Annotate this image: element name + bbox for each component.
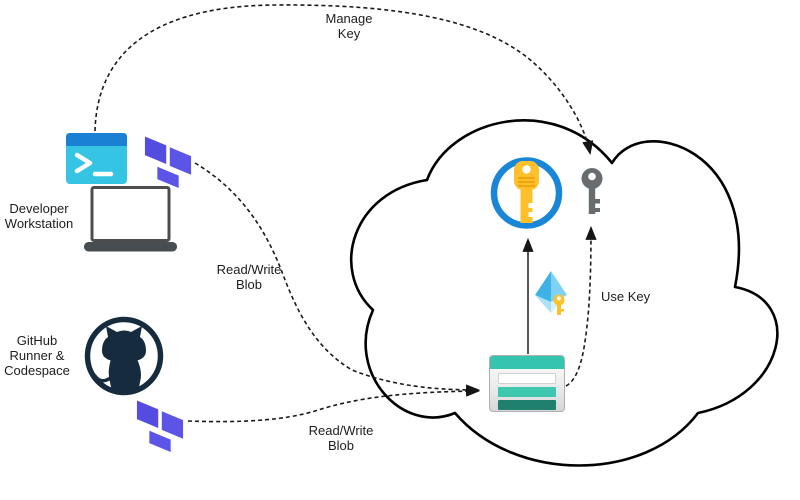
- use-key-label: Use Key: [601, 289, 651, 304]
- read-write-blob-dev-connector: [194, 162, 481, 396]
- managed-identity-icon: [531, 269, 573, 317]
- manage-key-connector: [94, 4, 594, 156]
- storage-header-bar: [490, 356, 564, 369]
- github-runner-label: GitHub Runner & Codespace: [4, 333, 70, 378]
- storage-row-white: [498, 373, 556, 384]
- terraform-icon: [143, 133, 193, 188]
- storage-account-icon: [489, 355, 565, 412]
- manage-key-label: Manage Key: [325, 11, 373, 41]
- key-vault-icon: [489, 155, 564, 231]
- terraform-icon: [135, 397, 185, 452]
- read-write-blob-gh-label: Read/Write Blob: [308, 423, 374, 453]
- developer-workstation-label: Developer Workstation: [4, 201, 74, 231]
- read-write-blob-gh-connector: [187, 385, 481, 423]
- use-key-connector: [565, 225, 597, 387]
- storage-row-teal: [498, 387, 556, 397]
- access-key-icon: [578, 167, 606, 217]
- storage-row-dark: [498, 400, 556, 410]
- terminal-icon: [66, 133, 127, 184]
- laptop-icon: [84, 186, 177, 252]
- github-icon: [84, 314, 164, 398]
- read-write-blob-dev-label: Read/Write Blob: [216, 262, 282, 292]
